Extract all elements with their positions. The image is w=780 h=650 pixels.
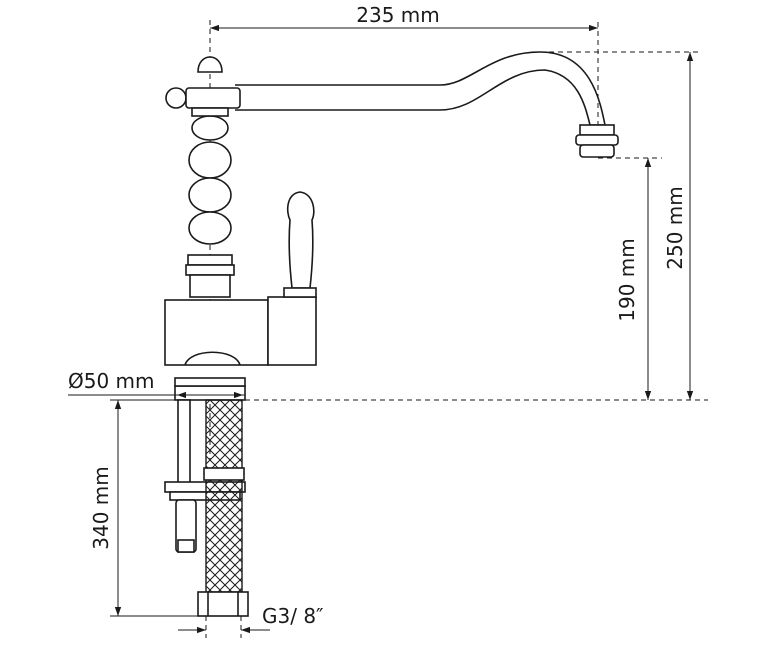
thread-size-label: G3/ 8″ <box>262 604 324 628</box>
lever-handle-icon <box>286 191 315 289</box>
aerator <box>579 124 615 136</box>
base-plate <box>174 385 246 401</box>
base-diameter-label: Ø50 mm <box>68 369 155 393</box>
supply-hose <box>205 399 243 593</box>
threaded-rod <box>177 399 191 491</box>
top-knob-icon <box>197 56 223 73</box>
total-height-label: 250 mm <box>663 186 687 270</box>
spout <box>235 51 606 126</box>
faucet-body <box>164 51 619 401</box>
hose-length-label: 340 mm <box>89 466 113 550</box>
beaded-column <box>185 107 235 298</box>
mixer-body <box>164 299 269 366</box>
under-counter-assembly <box>164 399 249 638</box>
hose-connector <box>197 591 249 617</box>
lever-housing <box>267 296 317 366</box>
dimension-lines <box>68 24 694 634</box>
spout-height-label: 190 mm <box>615 238 639 322</box>
spout-reach-label: 235 mm <box>356 3 440 27</box>
